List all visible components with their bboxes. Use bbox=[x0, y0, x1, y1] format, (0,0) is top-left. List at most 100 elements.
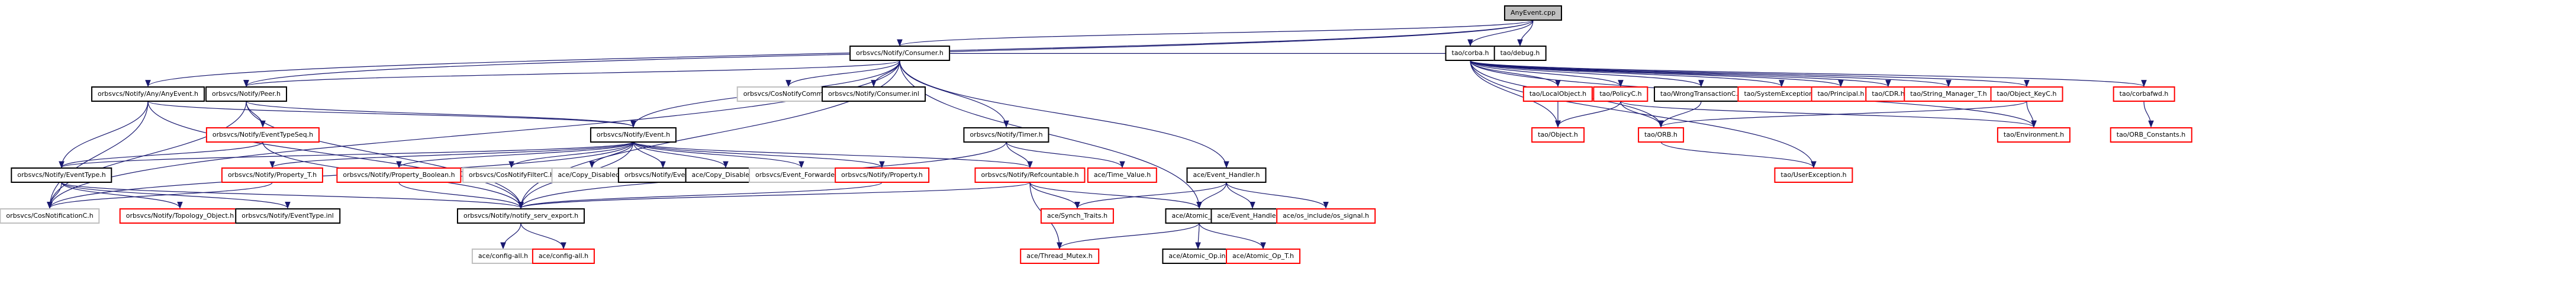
edge-notify_export-to-config_all_grey bbox=[500, 222, 521, 250]
node-eventtype-inl[interactable]: orbsvcs/Notify/EventType.inl bbox=[235, 208, 340, 224]
edge-refcountable-to-synch_traits bbox=[1029, 182, 1080, 209]
node-timer-h[interactable]: orbsvcs/Notify/Timer.h bbox=[963, 127, 1049, 143]
edge-consumer_h-to-atomic_op_h bbox=[899, 60, 1202, 209]
node-debug-h[interactable]: tao/debug.h bbox=[1493, 46, 1547, 62]
edge-root-to-consumer_h bbox=[897, 20, 1534, 47]
edge-eventtypeseq-to-eventtype_h bbox=[59, 141, 263, 169]
node-principal[interactable]: tao/Principal.h bbox=[1811, 86, 1871, 102]
edge-event_h-to-refcountable bbox=[633, 141, 1033, 169]
node-config-all-grey[interactable]: ace/config-all.h bbox=[471, 249, 535, 265]
edge-event_h-to-property_t bbox=[269, 141, 634, 169]
edge-timer_h-to-time_value bbox=[1006, 141, 1125, 169]
node-property-h[interactable]: orbsvcs/Notify/Property.h bbox=[835, 167, 929, 183]
node-notify-export[interactable]: orbsvcs/Notify/notify_serv_export.h bbox=[456, 208, 585, 224]
node-atomic-op-inl[interactable]: ace/Atomic_Op.inl bbox=[1162, 249, 1234, 265]
node-object-h[interactable]: tao/Object.h bbox=[1531, 127, 1585, 143]
edge-event_handler_h-to-event_handler_inl bbox=[1226, 182, 1255, 209]
node-corba-h[interactable]: tao/corba.h bbox=[1445, 46, 1496, 62]
edge-eventtype_h-to-notify_export bbox=[61, 182, 524, 209]
node-time-value[interactable]: ace/Time_Value.h bbox=[1087, 167, 1158, 183]
edge-corba_h-to-principal bbox=[1470, 60, 1844, 88]
edge-policyc-to-orb_h bbox=[1620, 101, 1664, 128]
edge-corba_h-to-cdr bbox=[1470, 60, 1891, 88]
edge-event_h-to-event_inl bbox=[633, 141, 666, 169]
edge-peer_h-to-cosnotificationc bbox=[47, 101, 247, 209]
node-refcountable[interactable]: orbsvcs/Notify/Refcountable.h bbox=[974, 167, 1086, 183]
edge-property_t-to-cosnotificationc bbox=[47, 182, 273, 209]
node-topology[interactable]: orbsvcs/Notify/Topology_Object.h bbox=[119, 208, 241, 224]
edge-consumer_h-to-event_handler_h bbox=[899, 60, 1229, 169]
edge-objkeyc-to-orb_h bbox=[1658, 101, 2027, 128]
edge-consumer_h-to-notify_export bbox=[518, 60, 900, 209]
edge-anyevent_h-to-eventtype_h bbox=[59, 101, 149, 169]
node-peer-h[interactable]: orbsvcs/Notify/Peer.h bbox=[205, 86, 287, 102]
node-event-handler-h[interactable]: ace/Event_Handler.h bbox=[1186, 167, 1267, 183]
node-objkeyc[interactable]: tao/Object_KeyC.h bbox=[1990, 86, 2063, 102]
edge-root-to-anyevent_h bbox=[145, 20, 1534, 88]
node-atomic-op-t[interactable]: ace/Atomic_Op_T.h bbox=[1226, 249, 1300, 265]
edge-event_h-to-property_h bbox=[633, 141, 885, 169]
edge-event_h-to-property_bool bbox=[396, 141, 634, 169]
edge-event_h-to-copy_disabled bbox=[633, 141, 729, 169]
edge-corba_h-to-object_h bbox=[1470, 60, 1561, 128]
edge-event_handler_h-to-synch_traits bbox=[1074, 182, 1227, 209]
node-event-h[interactable]: orbsvcs/Notify/Event.h bbox=[590, 127, 677, 143]
node-anyevent-h[interactable]: orbsvcs/Notify/Any/AnyEvent.h bbox=[91, 86, 205, 102]
node-environment[interactable]: tao/Environment.h bbox=[1997, 127, 2071, 143]
node-cdr[interactable]: tao/CDR.h bbox=[1865, 86, 1911, 102]
node-os-signal[interactable]: ace/os_include/os_signal.h bbox=[1276, 208, 1376, 224]
edge-corba_h-to-objkeyc bbox=[1470, 60, 2030, 88]
edge-peer_h-to-notify_export bbox=[246, 101, 524, 209]
edge-eventtype_h-to-topology bbox=[61, 182, 183, 209]
edge-corbafwd-to-orbconst bbox=[2143, 101, 2154, 128]
edge-root-to-debug_h bbox=[1517, 20, 1534, 47]
edge-corba_h-to-localobject bbox=[1470, 60, 1561, 88]
node-eventtypeseq[interactable]: orbsvcs/Notify/EventTypeSeq.h bbox=[205, 127, 320, 143]
node-eventtype-h[interactable]: orbsvcs/Notify/EventType.h bbox=[11, 167, 112, 183]
edge-anyevent_h-to-cosnotificationc bbox=[47, 101, 149, 209]
node-localobject[interactable]: tao/LocalObject.h bbox=[1522, 86, 1593, 102]
node-orb-h[interactable]: tao/ORB.h bbox=[1638, 127, 1684, 143]
edge-policyc-to-environment bbox=[1620, 101, 2037, 128]
node-policyc[interactable]: tao/PolicyC.h bbox=[1593, 86, 1648, 102]
edge-timer_h-to-refcountable bbox=[1006, 141, 1033, 169]
node-consumer-inl[interactable]: orbsvcs/Notify/Consumer.inl bbox=[822, 86, 926, 102]
node-root[interactable]: AnyEvent.cpp bbox=[1503, 5, 1563, 21]
node-config-all-red[interactable]: ace/config-all.h bbox=[532, 249, 595, 265]
edge-orb_h-to-userexc bbox=[1660, 141, 1817, 169]
node-thread-mutex[interactable]: ace/Thread_Mutex.h bbox=[1020, 249, 1099, 265]
edge-event_h-to-eventtype_h bbox=[59, 141, 634, 169]
node-property-t[interactable]: orbsvcs/Notify/Property_T.h bbox=[221, 167, 324, 183]
edge-consumer_h-to-peer_h bbox=[243, 60, 900, 88]
edge-corba_h-to-policyc bbox=[1470, 60, 1624, 88]
edge-objkeyc-to-environment bbox=[2026, 101, 2037, 128]
edge-refcountable-to-notify_export bbox=[518, 182, 1031, 209]
edge-refcountable-to-atomic_op_h bbox=[1029, 182, 1202, 209]
edge-corba_h-to-userexc bbox=[1470, 60, 1817, 169]
edge-event_handler_h-to-atomic_op_h bbox=[1196, 182, 1227, 209]
edge-corba_h-to-strmgr bbox=[1470, 60, 1952, 88]
edge-notify_export-to-config_all_red bbox=[520, 222, 566, 250]
node-userexc[interactable]: tao/UserException.h bbox=[1774, 167, 1853, 183]
edge-consumer_h-to-cosnotificationc bbox=[47, 60, 900, 209]
edge-policyc-to-object_h bbox=[1555, 101, 1621, 128]
edge-corba_h-to-wrongtrans bbox=[1470, 60, 1704, 88]
node-cosnotificationc[interactable]: orbsvcs/CosNotificationC.h bbox=[0, 208, 100, 224]
node-synch-traits[interactable]: ace/Synch_Traits.h bbox=[1040, 208, 1115, 224]
edge-corba_h-to-sysexc bbox=[1470, 60, 1785, 88]
edge-anyevent_h-to-event_h bbox=[147, 101, 636, 128]
node-strmgr[interactable]: tao/String_Manager_T.h bbox=[1904, 86, 1994, 102]
node-cosnotifyfilterc[interactable]: orbsvcs/CosNotifyFilterC.h bbox=[462, 167, 561, 183]
node-orbconst[interactable]: tao/ORB_Constants.h bbox=[2110, 127, 2192, 143]
edge-atomic_op_h-to-thread_mutex bbox=[1057, 222, 1200, 250]
edge-root-to-corba_h bbox=[1467, 20, 1534, 47]
node-consumer-h[interactable]: orbsvcs/Notify/Consumer.h bbox=[849, 46, 950, 62]
node-corbafwd[interactable]: tao/corbafwd.h bbox=[2113, 86, 2175, 102]
edge-corba_h-to-corbafwd bbox=[1470, 60, 2147, 88]
node-property-bool[interactable]: orbsvcs/Notify/Property_Boolean.h bbox=[336, 167, 462, 183]
edge-eventtype_h-to-eventtype_inl bbox=[61, 182, 291, 209]
node-wrongtrans[interactable]: tao/WrongTransactionC.h bbox=[1654, 86, 1749, 102]
edge-event_h-to-cosnotifyfilterc bbox=[508, 141, 634, 169]
edge-property_bool-to-notify_export bbox=[398, 182, 524, 209]
